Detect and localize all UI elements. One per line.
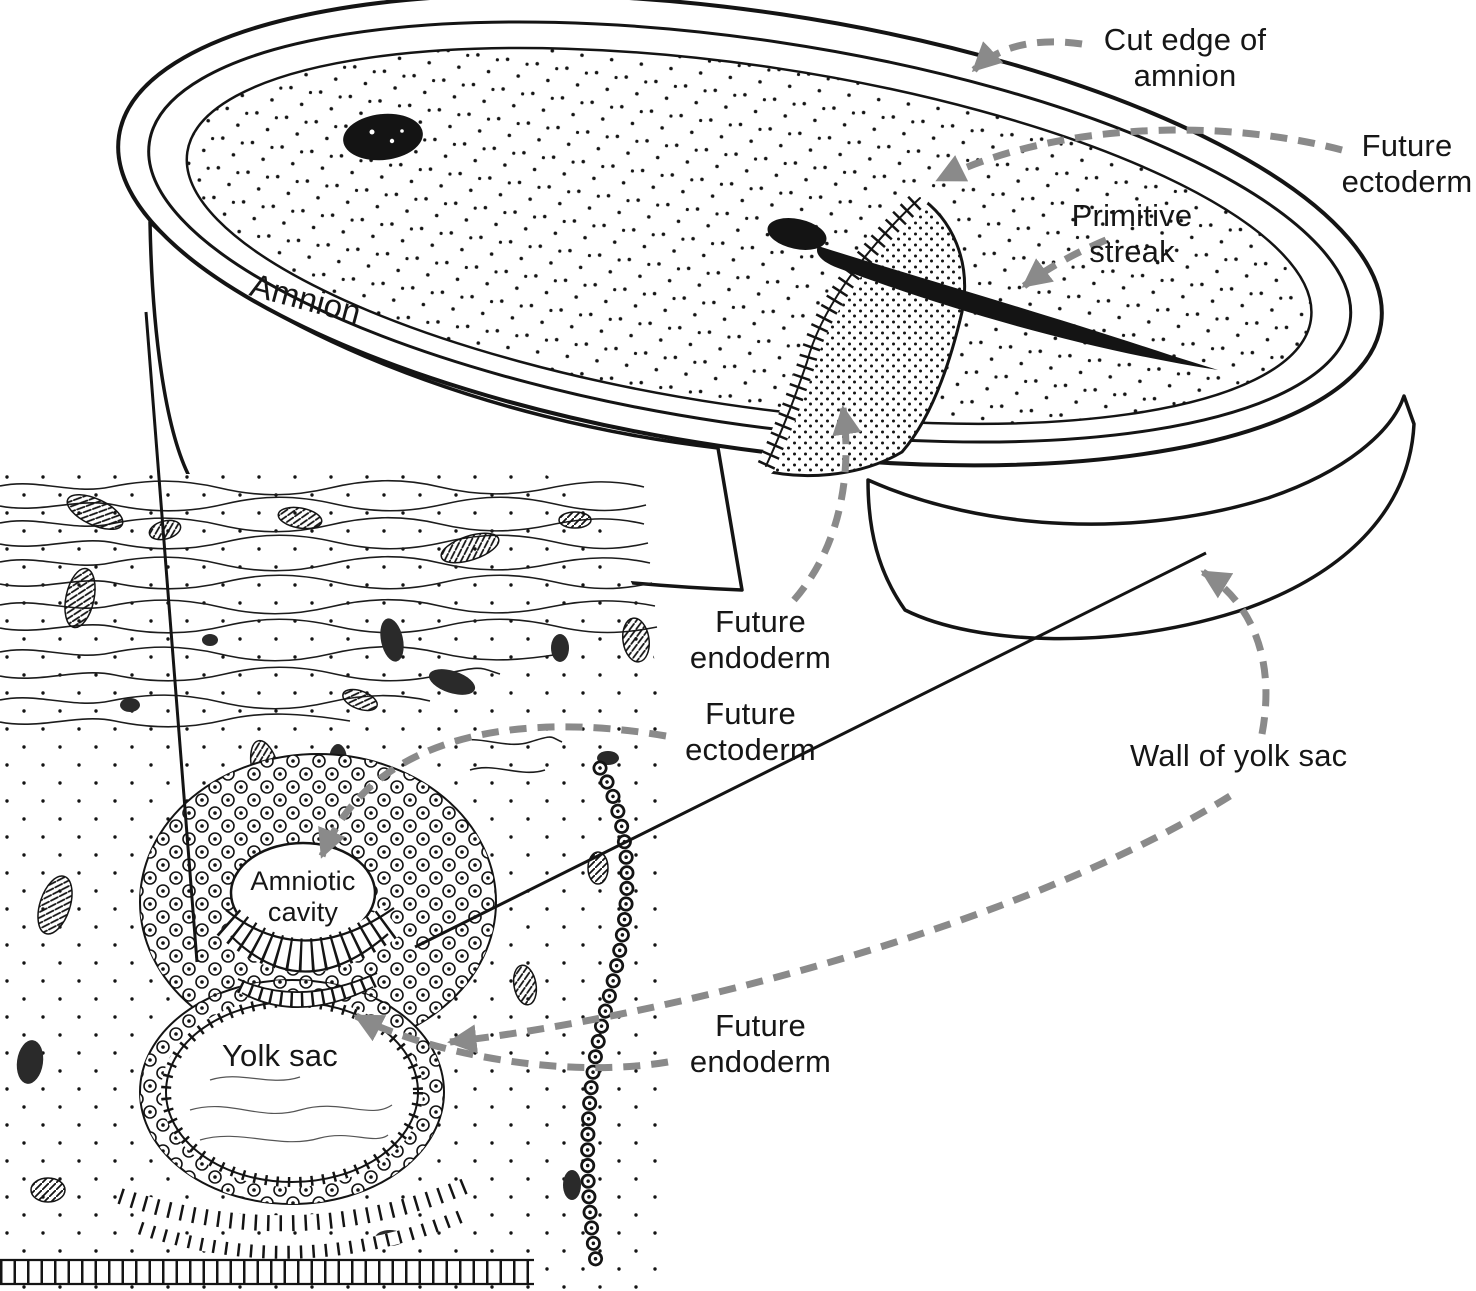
- embryonic-disc: [116, 0, 1416, 641]
- arrow-future-ectoderm-top: [935, 126, 1343, 184]
- embryonic-node-blob: [343, 113, 423, 161]
- arrow-wall-of-yolk-sac: [1200, 569, 1270, 735]
- cut-wedge: [757, 189, 967, 478]
- label-yolk-sac: Yolk sac: [222, 1038, 338, 1073]
- bead-cell-chain: [580, 760, 635, 1276]
- columnar-ectoderm-row: [216, 906, 403, 973]
- connector-line-left: [144, 311, 199, 963]
- arrow-cut-edge-of-amnion: [971, 38, 1083, 73]
- primitive-streak-shape: [767, 218, 1218, 370]
- arrow-future-ectoderm-inset: [318, 723, 667, 859]
- label-wall-of-yolk-sac: Wall of yolk sac: [1130, 738, 1348, 773]
- label-future-endoderm-inset: Future endoderm: [689, 1008, 832, 1079]
- label-future-endoderm-top: Future endoderm: [689, 604, 832, 675]
- hatched-blobs: [30, 493, 650, 1203]
- arrow-future-endoderm-top: [791, 405, 862, 603]
- label-cut-edge-of-amnion: Cut edge of amnion: [1103, 22, 1267, 93]
- label-future-ectoderm-inset: Future ectoderm: [685, 696, 816, 767]
- yolk-sac-shape: [139, 979, 445, 1205]
- label-amniotic-cavity: Amniotic cavity: [250, 866, 356, 928]
- arrow-wall-to-inset: [447, 793, 1232, 1054]
- epiblast-stipple: [186, 48, 1312, 424]
- leader-arrows: [318, 38, 1343, 1072]
- label-primitive-streak: Primitive streak: [1071, 198, 1193, 269]
- arrow-primitive-streak: [1021, 236, 1108, 289]
- arrow-future-endoderm-inset: [353, 1012, 669, 1072]
- flat-endoderm-row: [236, 972, 379, 1008]
- trophoblast-arcs: [117, 1176, 474, 1259]
- connector-line-right: [414, 551, 1207, 949]
- label-future-ectoderm-top: Future ectoderm: [1341, 128, 1473, 199]
- bottom-cell-row: [0, 1258, 534, 1286]
- yolk-sac-wall-band: [866, 394, 1416, 641]
